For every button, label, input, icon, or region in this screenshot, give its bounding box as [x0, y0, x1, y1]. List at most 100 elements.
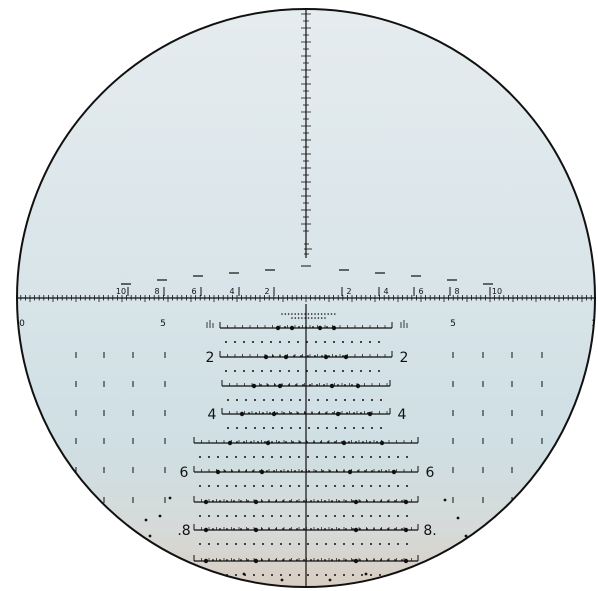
holdover-small-dot [335, 355, 337, 357]
holdover-grid-dot [352, 485, 354, 487]
scatter-dot [443, 498, 447, 502]
holdover-dot [403, 558, 409, 564]
holdover-small-dot [371, 470, 373, 472]
holdover-small-dot [320, 441, 322, 443]
holdover-grid-dot [388, 456, 390, 458]
holdover-small-dot [394, 528, 396, 530]
holdover-small-dot [292, 441, 294, 443]
holdover-grid-dot [271, 543, 273, 545]
holdover-small-dot [329, 470, 331, 472]
holdover-small-dot [324, 528, 326, 530]
holdover-small-dot [260, 384, 262, 386]
holdover-grid-dot [289, 543, 291, 545]
holdover-grid-dot [380, 399, 382, 401]
holdover-label-right: 4 [398, 407, 407, 423]
holdover-dot [203, 558, 209, 564]
holdover-small-dot [243, 441, 245, 443]
holdover-small-dot [297, 412, 299, 414]
dot-row-top [317, 317, 320, 319]
holdover-small-dot [359, 528, 361, 530]
dot-row-top [327, 313, 330, 315]
holdover-small-dot [288, 384, 290, 386]
holdover-grid-dot [235, 515, 237, 517]
holdover-grid-dot [342, 370, 344, 372]
holdover-grid-dot [370, 515, 372, 517]
holdover-grid-dot [262, 515, 264, 517]
dot-row-top [304, 317, 307, 319]
holdover-small-dot [254, 559, 256, 561]
holdover-grid-dot [199, 543, 201, 545]
holdover-small-dot [271, 441, 273, 443]
holdover-small-dot [339, 412, 341, 414]
holdover-small-dot [226, 500, 228, 502]
holdover-small-dot [392, 470, 394, 472]
holdover-grid-dot [280, 485, 282, 487]
holdover-small-dot [205, 500, 207, 502]
dot-row-top [307, 317, 310, 319]
holdover-grid-dot [280, 543, 282, 545]
holdover-small-dot [262, 412, 264, 414]
holdover-small-dot [275, 500, 277, 502]
scatter-dot [144, 518, 148, 522]
dot-row-top [294, 317, 297, 319]
holdover-small-dot [401, 559, 403, 561]
holdover-small-dot [289, 559, 291, 561]
holdover-grid-dot [281, 427, 283, 429]
holdover-small-dot [332, 412, 334, 414]
dot-row-top [317, 313, 320, 315]
holdover-grid-dot [351, 370, 353, 372]
dot-row-top [284, 313, 287, 315]
holdover-small-dot [345, 500, 347, 502]
holdover-grid-dot [289, 456, 291, 458]
holdover-grid-dot [325, 543, 327, 545]
holdover-grid-dot [352, 456, 354, 458]
holdover-small-dot [303, 500, 305, 502]
holdover-small-dot [319, 326, 321, 328]
holdover-grid-dot [199, 456, 201, 458]
holdover-small-dot [317, 528, 319, 530]
holdover-small-dot [327, 441, 329, 443]
holdover-grid-dot [324, 341, 326, 343]
holdover-grid-dot [326, 427, 328, 429]
holdover-small-dot [324, 559, 326, 561]
holdover-grid-dot [325, 574, 327, 576]
holdover-small-dot [331, 559, 333, 561]
holdover-grid-dot [369, 370, 371, 372]
top-scale-label: 4 [229, 287, 234, 296]
scatter-dot [456, 516, 460, 520]
holdover-grid-dot [227, 427, 229, 429]
holdover-dot [271, 411, 277, 417]
holdover-grid-dot [370, 543, 372, 545]
holdover-small-dot [350, 470, 352, 472]
holdover-small-dot [272, 355, 274, 357]
dot-row-top [301, 317, 303, 319]
scatter-dot [242, 572, 246, 576]
holdover-small-dot [275, 528, 277, 530]
holdover-small-dot [212, 500, 214, 502]
holdover-small-dot [346, 412, 348, 414]
holdover-small-dot [304, 412, 306, 414]
holdover-small-dot [296, 528, 298, 530]
holdover-small-dot [328, 355, 330, 357]
dot-row-top [281, 313, 283, 315]
holdover-small-dot [366, 559, 368, 561]
holdover-small-dot [261, 528, 263, 530]
holdover-grid-dot [244, 543, 246, 545]
holdover-small-dot [401, 500, 403, 502]
holdover-small-dot [240, 500, 242, 502]
holdover-small-dot [373, 559, 375, 561]
holdover-grid-dot [298, 543, 300, 545]
holdover-grid-dot [244, 515, 246, 517]
holdover-grid-dot [208, 515, 210, 517]
holdover-grid-dot [263, 399, 265, 401]
holdover-small-dot [351, 384, 353, 386]
holdover-dot [251, 383, 257, 389]
holdover-grid-dot [316, 543, 318, 545]
holdover-grid-dot [362, 427, 364, 429]
holdover-dot [215, 469, 221, 475]
holdover-grid-dot [234, 370, 236, 372]
holdover-small-dot [316, 384, 318, 386]
holdover-grid-dot [225, 370, 227, 372]
holdover-small-dot [366, 528, 368, 530]
